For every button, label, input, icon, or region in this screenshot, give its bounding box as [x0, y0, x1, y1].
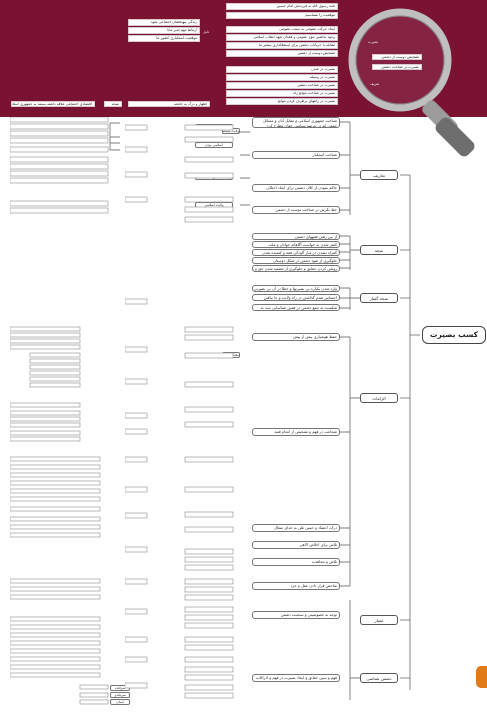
result-item-1: از بین رفتن فتنههای دشمن	[252, 233, 340, 240]
header-box-4: مقابله با جریانات دشمن برای استقلالداری …	[226, 42, 338, 49]
requirements-item-6: شاخص قرار دادن عقل و خرد	[252, 582, 340, 590]
header-title-box: نامه رسول الله به فرزندش امام حسین	[226, 3, 338, 10]
root-node[interactable]: کسب بصیرت	[422, 326, 486, 344]
definitions-item-1: شناخت جمهوری اسلامی و مقابل آنان و مسائل…	[252, 117, 340, 128]
header-box-8: بصیرت در شناخت دشمن	[226, 82, 338, 89]
side-tab[interactable]	[476, 666, 487, 688]
header-strip-mid: نتیجه	[104, 101, 122, 107]
header-strip-right: اقتصادی اجتماعی علاقه داشته بستند به جمه…	[11, 101, 95, 107]
branch-requirements[interactable]: الزامات	[360, 393, 398, 403]
header-left-box-2: ارتباط مهم امیر مانا	[128, 27, 200, 34]
header-label-basirat: بصیرت	[368, 40, 378, 44]
middle-leaf-column	[124, 117, 235, 707]
header-left-box-3: موقعیت استکباری کشور ما	[128, 35, 200, 42]
definitions-item-3: حاکم نمودن از کلان دشمن برای ایجاد اختلا…	[252, 184, 340, 192]
header-label-right: تعریف	[370, 82, 379, 86]
left-leaf-column	[9, 116, 110, 707]
branch-result[interactable]: نتیجه	[360, 245, 398, 255]
header-box-9: بصیرت در شناخت موانع راه	[226, 90, 338, 97]
magnifier-box-1: تشخیص دوست از دشمن	[372, 54, 422, 60]
header-box-7: بصیرت در وسیله	[226, 74, 338, 81]
conclusion-item-2: احساس تقدم گذاشتن در راه ولایت و جا نیاف…	[252, 294, 340, 301]
requirements-item-2: شجاعت در فهم و تشخیص از انجام فتنه	[252, 428, 340, 436]
branch-enemy-study[interactable]: دشمن شناسی	[360, 673, 398, 683]
enemy-study-item-1: فهم و تبیین حقایق و ایجاد بصیرت در فهم و…	[252, 674, 340, 682]
conclusion-item-1: وارد شدن یکباره بی بصیرتها و خطا در آن ب…	[252, 285, 340, 292]
header-left-box-1: زندگی بیهدفشان اجتماعی شود	[128, 19, 200, 26]
header-strip-left: اظهار و درک به جامعه	[128, 101, 210, 107]
criterion-item-1: توجه به خصوصیتی و سنخیت دشمن	[252, 611, 340, 619]
requirements-item-4: تلاش برای اخلاص الاهی	[252, 541, 340, 549]
result-item-3: گمراه نشدن در غبار آلودگی فتنه و کشیده ش…	[252, 249, 340, 256]
detail-label-3: اسلامی بودن	[195, 142, 233, 148]
requirements-item-1: حفظ هوشیاری بیش از پیش	[252, 333, 340, 341]
branch-criterion[interactable]: معیار	[360, 615, 398, 625]
definitions-item-4: خط نگرش در شناخت دوست از دشمن	[252, 206, 340, 214]
detail-label-8: سربلندی	[110, 692, 130, 698]
header-box-2: ایجاد حرکت عمومی به سمت عمومی	[226, 26, 338, 33]
result-item-2: کمتر شدن به خواست آگاهانه جوانان و ملت	[252, 241, 340, 248]
result-item-5: روشن کردن حقایق و جلوگیری از مشتبه شدن ح…	[252, 265, 340, 272]
conclusion-item-3: شکست به جمع دشمن در همین شناسایی ثبت به	[252, 304, 340, 311]
middle-leaf-boxes	[124, 124, 234, 699]
header-box-5: تشخیص دوست از دشمن	[226, 50, 338, 57]
branch-definitions[interactable]: تعاریف	[360, 170, 398, 180]
requirements-item-3: درک، اعتماد و حسن ظن به خدای متعال	[252, 524, 340, 532]
header-box-10: بصیرت در راههای برطرف کردن موانع	[226, 98, 338, 105]
requirements-item-5: تلاش و مجاهدت	[252, 558, 340, 566]
header-label-dalil: دلیل	[203, 30, 210, 34]
branch-conclusion[interactable]: نتیجه گفتار	[360, 293, 398, 303]
detail-label-9: ایمان	[110, 699, 130, 705]
magnifier-box-2: بصیرت در شناخت دشمن	[372, 64, 422, 70]
left-leaf-boxes	[9, 116, 109, 705]
definitions-item-2: شناخت استکبار	[252, 151, 340, 159]
header-box-6: بصیرت در هدف	[226, 66, 338, 73]
header-box-3: وجود نداشتن موج عمومی و فقدان تعهد انقلا…	[226, 34, 338, 41]
header-box-1: موقعیت را بشناسیم	[226, 12, 338, 19]
result-item-4: جلوگیری از نفوذ دشمن در شکل دوستان	[252, 257, 340, 264]
